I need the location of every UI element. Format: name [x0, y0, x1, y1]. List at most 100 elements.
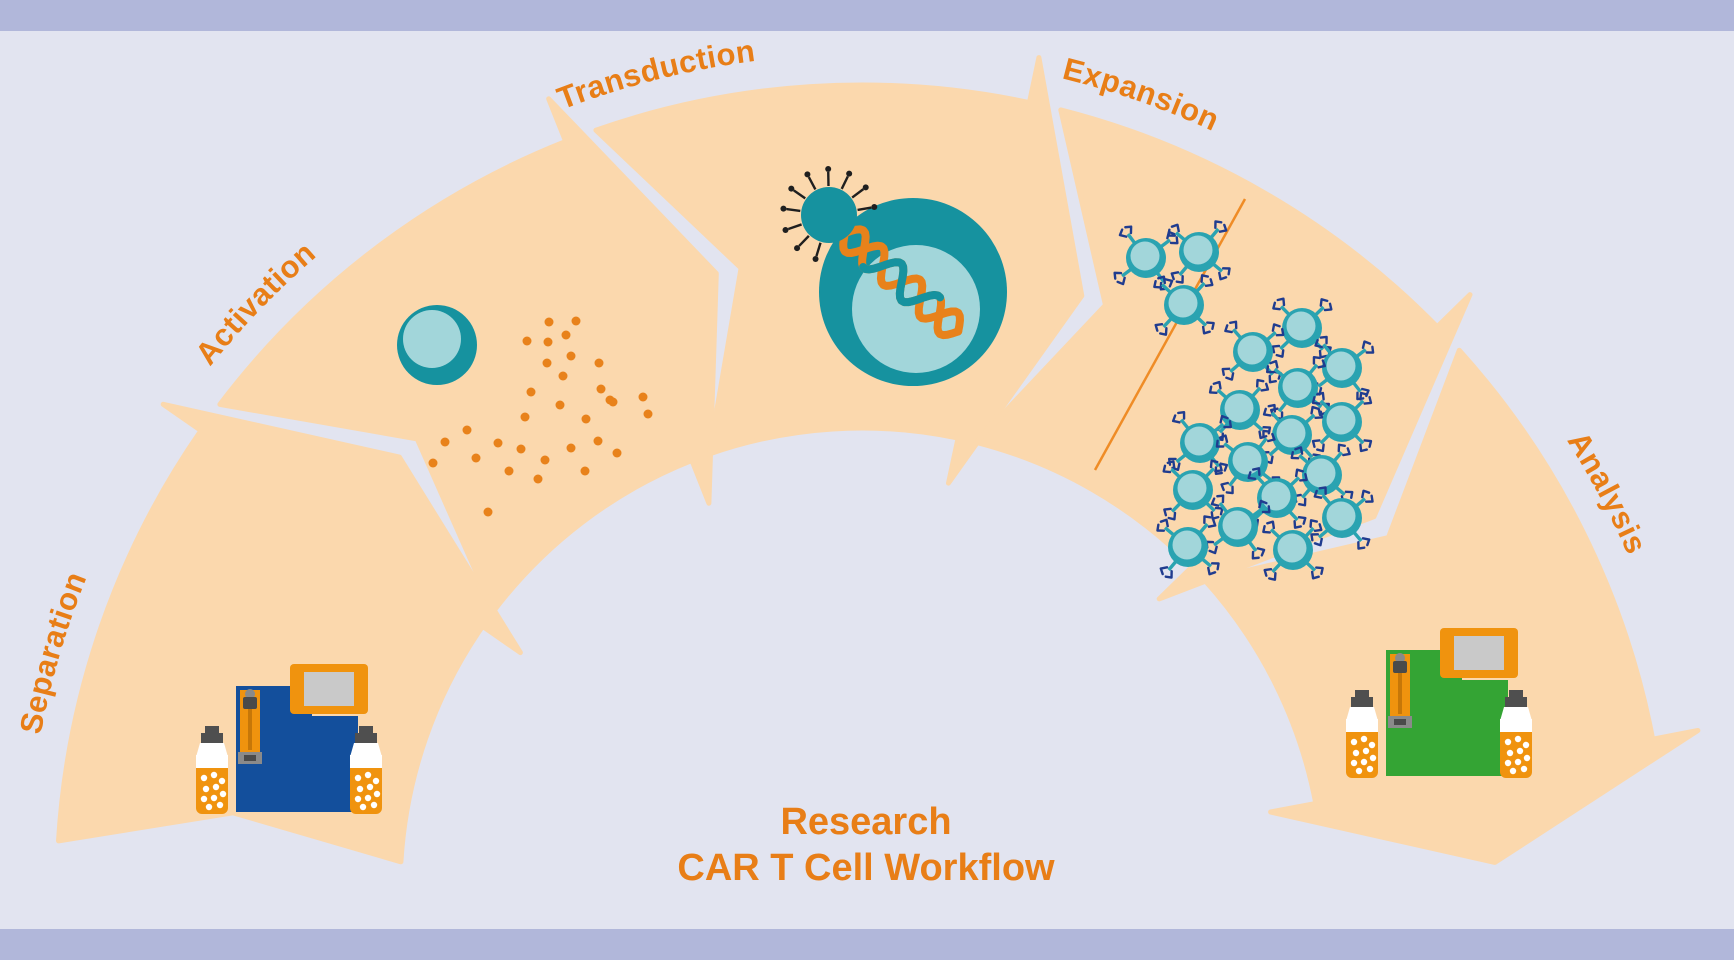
workflow-arc-arrows — [56, 55, 1701, 865]
bottom-border-bar — [0, 929, 1734, 960]
reagent-bottle-icon — [1500, 690, 1532, 778]
bubble-dot — [1514, 758, 1522, 766]
bubble-dot — [1366, 765, 1374, 773]
bubble-dot — [210, 771, 218, 779]
car-receptor-icon — [1290, 451, 1300, 460]
bubble-dot — [1360, 758, 1368, 766]
reagent-bottle-icon — [196, 726, 228, 814]
activation-bead-dot — [428, 458, 438, 468]
car-receptor-icon — [1312, 355, 1321, 365]
car-receptor-icon — [1262, 407, 1272, 417]
expansion-divider-line — [1093, 198, 1247, 471]
bubble-dot — [219, 790, 227, 798]
display-screen — [304, 672, 354, 706]
activation-bead-dot — [638, 392, 648, 402]
car-receptor-icon — [1214, 220, 1223, 230]
car-receptor-icon — [1315, 566, 1324, 575]
activation-bead-dot — [643, 409, 653, 419]
bubble-dot — [218, 777, 226, 785]
car-t-cell-icon — [1265, 355, 1331, 421]
car-t-cell-icon — [1167, 410, 1233, 476]
car-receptor-icon — [1219, 462, 1229, 472]
car-receptor-icon — [1224, 324, 1233, 334]
car-receptor-icon — [1262, 525, 1271, 534]
car-receptor-icon — [1215, 439, 1225, 448]
car-receptor-icon — [1159, 327, 1168, 336]
bubble-dot — [1509, 767, 1517, 775]
car-receptor-icon — [1337, 443, 1346, 453]
activation-bead-dot — [555, 400, 565, 410]
proliferating-car-t-cells-icon — [1093, 198, 1375, 581]
activation-bead-dot — [540, 455, 550, 465]
bubble-dot — [212, 783, 220, 791]
bubble-dot — [373, 790, 381, 798]
reagent-bottle-icon — [350, 726, 382, 814]
car-receptor-icon — [1219, 414, 1229, 424]
car-receptor-icon — [1225, 485, 1234, 495]
car-receptor-icon — [1359, 391, 1368, 401]
car-t-cell-icon — [1162, 459, 1224, 521]
bubble-dot — [210, 794, 218, 802]
bubble-dot — [202, 785, 210, 793]
activation-bead-dot — [581, 414, 591, 424]
bubble-dot — [1523, 754, 1531, 762]
car-t-cell-icon — [1290, 443, 1354, 507]
activation-bead-dot — [566, 443, 576, 453]
bubble-dot — [1368, 741, 1376, 749]
bubble-dot — [372, 777, 380, 785]
bubble-dot — [364, 794, 372, 802]
bubble-dot — [1504, 738, 1512, 746]
bubble-dot — [1506, 749, 1514, 757]
activation-bead-dot — [596, 384, 606, 394]
car-receptor-icon — [1298, 497, 1307, 507]
car-receptor-icon — [1361, 489, 1371, 499]
car-receptor-icon — [1311, 396, 1321, 405]
car-receptor-icon — [1255, 378, 1265, 388]
car-receptor-icon — [1118, 228, 1128, 238]
car-receptor-icon — [1206, 321, 1215, 330]
car-t-cell-icon — [1262, 519, 1324, 581]
activation-bead-dot — [471, 453, 481, 463]
car-receptor-icon — [1313, 537, 1323, 547]
car-receptor-icon — [1162, 464, 1172, 474]
car-receptor-icon — [1271, 323, 1281, 332]
activation-bead-dot — [566, 351, 576, 361]
activation-bead-dot — [558, 371, 568, 381]
bubble-dot — [1350, 759, 1358, 767]
car-receptor-icon — [1361, 537, 1371, 547]
car-receptor-icon — [1310, 405, 1320, 415]
car-receptor-icon — [1247, 471, 1257, 481]
car-receptor-icon — [1256, 547, 1266, 557]
bubble-dot — [1350, 738, 1358, 746]
bubble-dot — [205, 803, 213, 811]
activation-bead-dot — [608, 397, 618, 407]
workflow-arrow-analysis — [1202, 347, 1701, 865]
reagent-bottle-icon — [1346, 690, 1378, 778]
car-receptor-icon — [1153, 280, 1162, 289]
activation-bead-dot — [612, 448, 622, 458]
car-receptor-icon — [1171, 414, 1181, 424]
activation-bead-dot — [543, 337, 553, 347]
bubble-dot — [200, 774, 208, 782]
display-screen — [1454, 636, 1504, 670]
car-receptor-icon — [1175, 274, 1184, 284]
activation-bead-dot — [516, 444, 526, 454]
bubble-dot — [364, 771, 372, 779]
workflow-arrow-expansion — [973, 107, 1473, 602]
car-receptor-icon — [1268, 572, 1277, 581]
car-receptor-icon — [1164, 278, 1174, 288]
activation-bead-dot — [462, 425, 472, 435]
activation-bead-dot — [504, 466, 514, 476]
car-t-cell-icon — [1310, 486, 1374, 550]
workflow-arrow-separation — [56, 401, 523, 865]
car-t-cell-icon — [1167, 220, 1231, 284]
activation-bead-dot — [493, 438, 503, 448]
bubble-dot — [1514, 735, 1522, 743]
bubble-dot — [356, 785, 364, 793]
car-receptor-icon — [1203, 515, 1212, 525]
top-border-bar — [0, 0, 1734, 31]
bubble-dot — [1352, 749, 1360, 757]
dna-helix-icon — [839, 210, 964, 340]
bubble-dot — [1516, 747, 1524, 755]
